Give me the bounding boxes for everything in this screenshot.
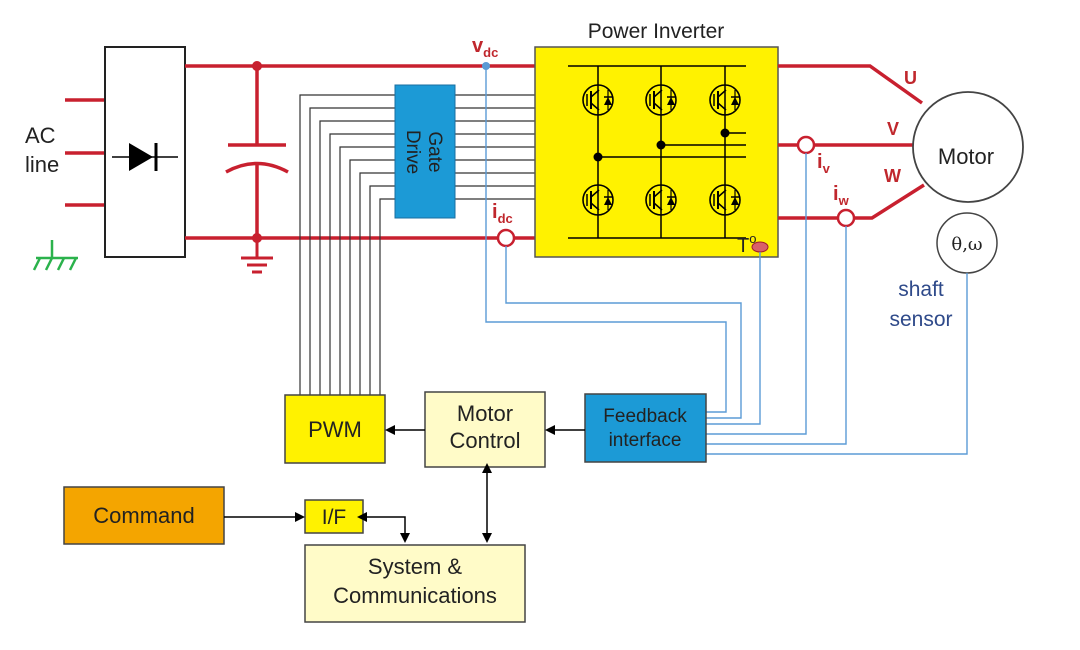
motor-label: Motor	[938, 144, 994, 169]
shaft-sensor-label-2: sensor	[889, 308, 952, 331]
temperature-label: To	[737, 231, 756, 257]
gate-drive-label: GateDrive	[402, 130, 445, 174]
feedback-interface-block	[584, 393, 707, 463]
command-label: Command	[93, 503, 194, 528]
earth-ground-icon	[32, 240, 78, 271]
shaft-sensor-label-1: shaft	[898, 278, 944, 301]
if-block	[304, 499, 364, 534]
ac-line-label-1: AC	[25, 123, 56, 148]
pwm-block	[284, 394, 386, 464]
system-communications-block	[304, 544, 526, 623]
gate-drive-block	[394, 84, 456, 219]
pwm-label: PWM	[308, 417, 362, 442]
ac-line-inputs	[65, 98, 105, 207]
if-label: I/F	[322, 506, 347, 529]
iv-label: iv	[817, 151, 831, 176]
theta-omega-label: θ,ω	[951, 234, 982, 255]
power-inverter-block	[534, 46, 779, 258]
gate-signal-lines	[299, 94, 540, 395]
if-to-system-arrow	[357, 512, 410, 543]
phase-node-v	[656, 140, 666, 150]
iv-current-sensor	[796, 135, 816, 155]
rectifier-block	[104, 46, 186, 258]
iw-current-sensor	[836, 208, 856, 228]
idc-label: idc	[492, 201, 513, 226]
idc-current-sensor	[496, 228, 516, 248]
phase-node-w	[720, 128, 730, 138]
power-inverter-title: Power Inverter	[588, 20, 725, 43]
dc-bus	[185, 64, 545, 240]
motor-control-block	[424, 391, 546, 468]
motor-symbol	[912, 91, 1024, 203]
dc-link-capacitor-icon	[225, 66, 289, 238]
diode-icon	[112, 143, 178, 171]
ground-icon	[241, 238, 273, 274]
phase-node-u	[593, 152, 603, 162]
system-communications-label: System &Communications	[333, 554, 497, 608]
vdc-label: vdc	[472, 35, 498, 60]
command-block	[63, 486, 225, 545]
phase-u-label: U	[904, 68, 917, 88]
ac-line-label-2: line	[25, 152, 59, 177]
iw-label: iw	[833, 183, 850, 208]
phase-w-label: W	[884, 166, 901, 186]
motor-phase-lines	[778, 64, 925, 220]
temperature-sensor-icon	[751, 241, 769, 253]
feedback-signal-lines	[485, 66, 968, 455]
phase-v-label: V	[887, 119, 899, 139]
